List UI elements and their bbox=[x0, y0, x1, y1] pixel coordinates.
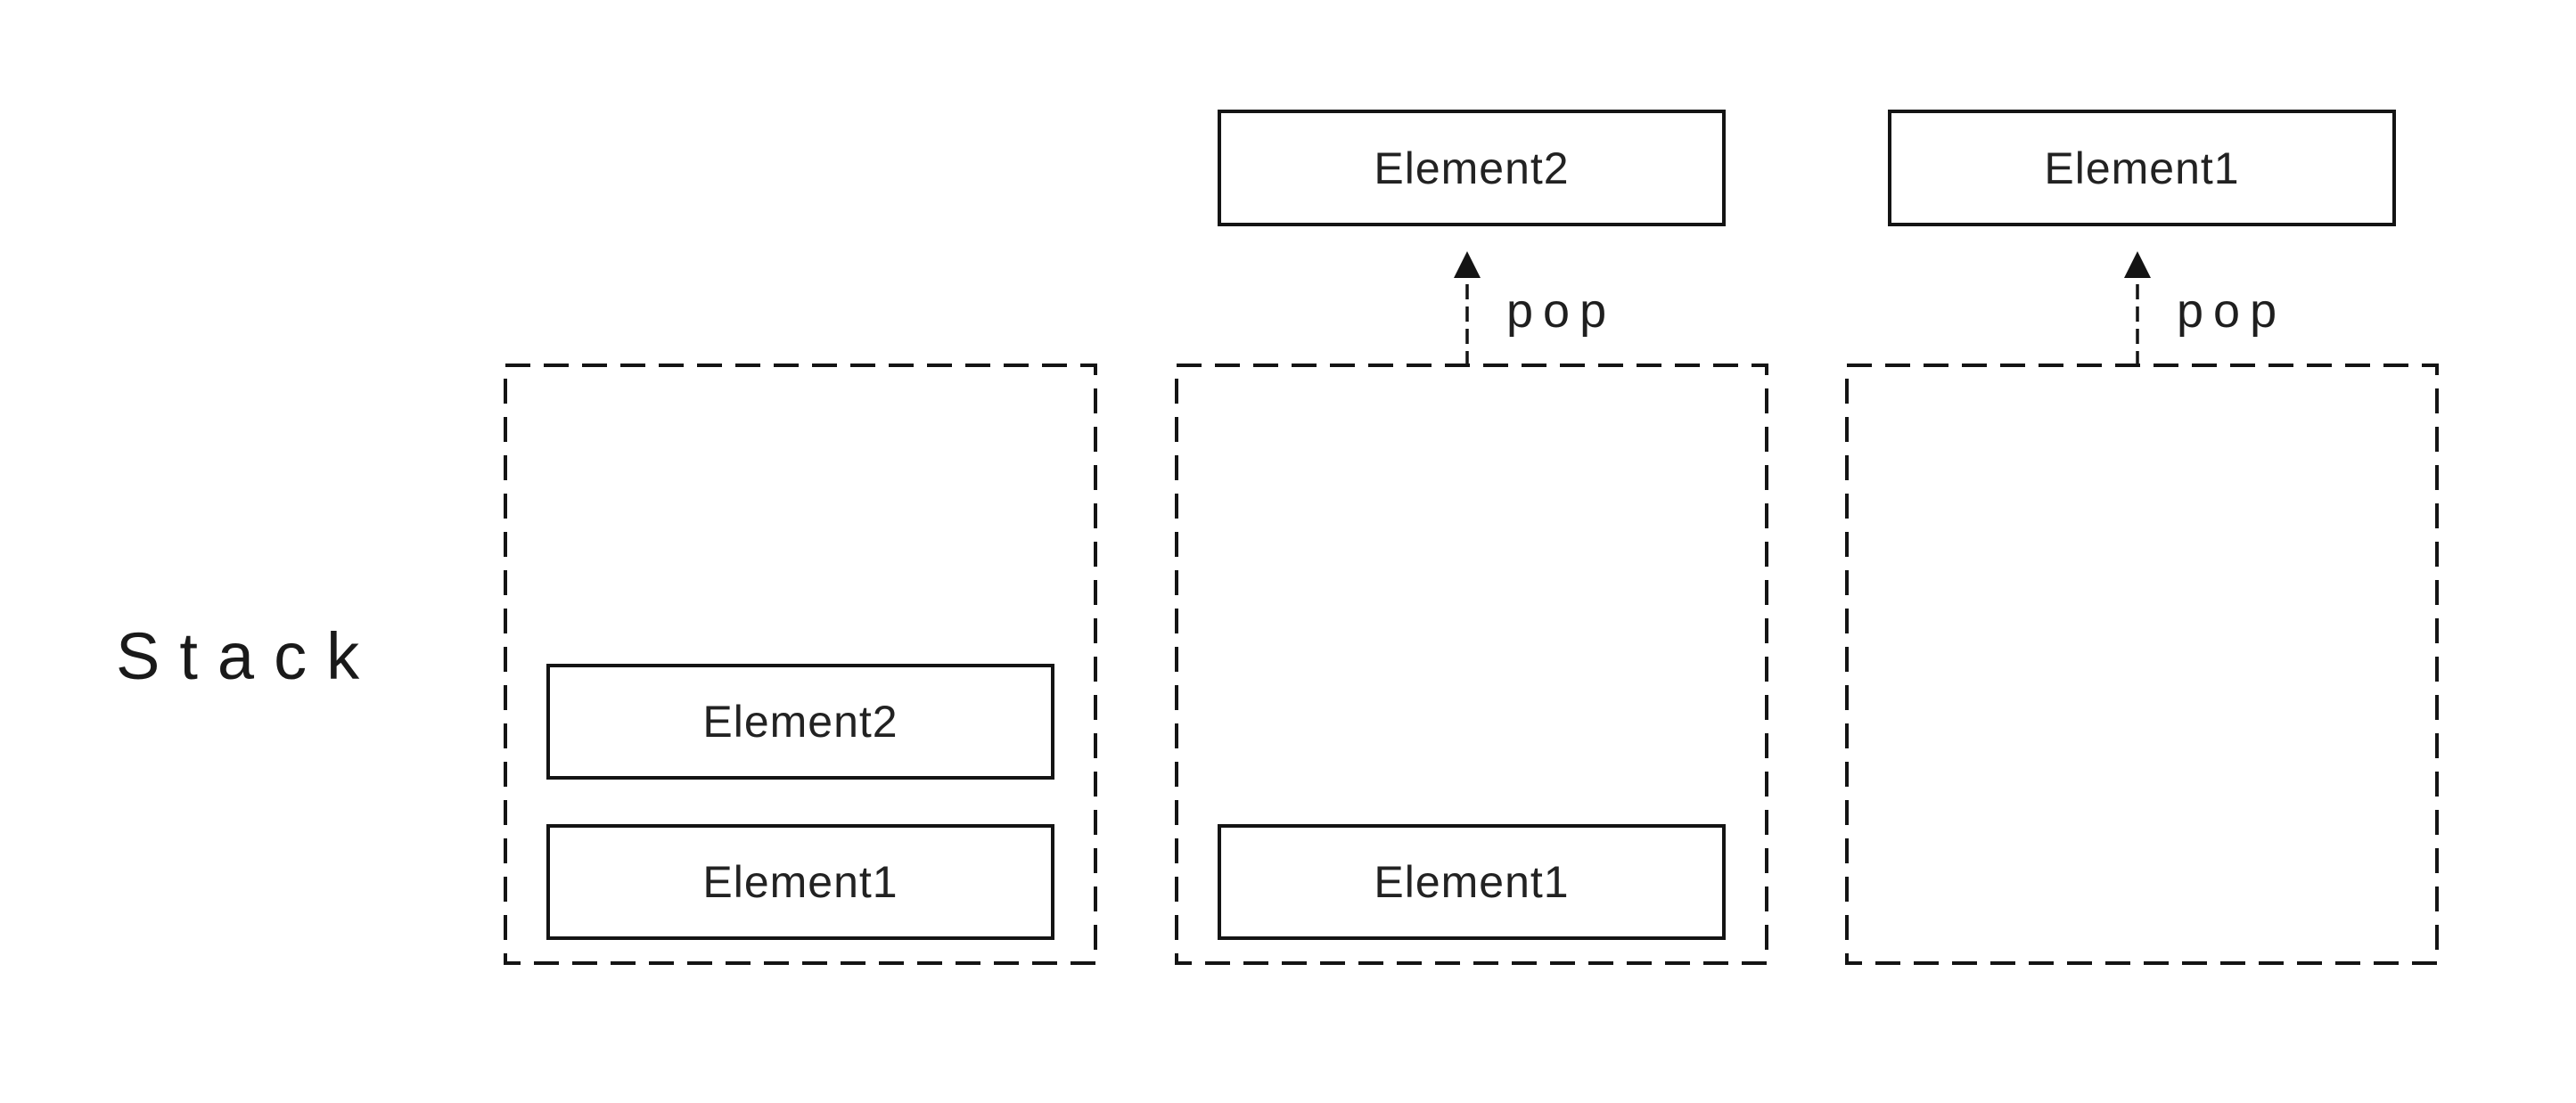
stack-container-1-dashed-border bbox=[504, 364, 1097, 965]
pop-arrow-2-arrowhead-icon bbox=[1454, 251, 1481, 278]
stack2-element1-label: Element1 bbox=[1374, 857, 1570, 907]
popped-element2-label: Element2 bbox=[1374, 143, 1570, 193]
stack2-element1-box: Element1 bbox=[1218, 824, 1726, 940]
popped-element1-box: Element1 bbox=[1888, 110, 2396, 226]
stack1-element2-box: Element2 bbox=[546, 664, 1054, 780]
pop-operation-label-2: pop bbox=[1506, 284, 1617, 338]
stack-container-2-dashed-border bbox=[1175, 364, 1768, 965]
pop-arrow-3-arrowhead-icon bbox=[2124, 251, 2151, 278]
stack1-element1-label: Element1 bbox=[702, 857, 898, 907]
stack1-element2-label: Element2 bbox=[702, 697, 898, 747]
popped-element2-box: Element2 bbox=[1218, 110, 1726, 226]
stack-container-3-dashed-border bbox=[1845, 364, 2439, 965]
stack-title: Stack bbox=[116, 619, 380, 693]
stack1-element1-box: Element1 bbox=[546, 824, 1054, 940]
popped-element1-label: Element1 bbox=[2044, 143, 2240, 193]
pop-operation-label-3: pop bbox=[2177, 284, 2287, 338]
